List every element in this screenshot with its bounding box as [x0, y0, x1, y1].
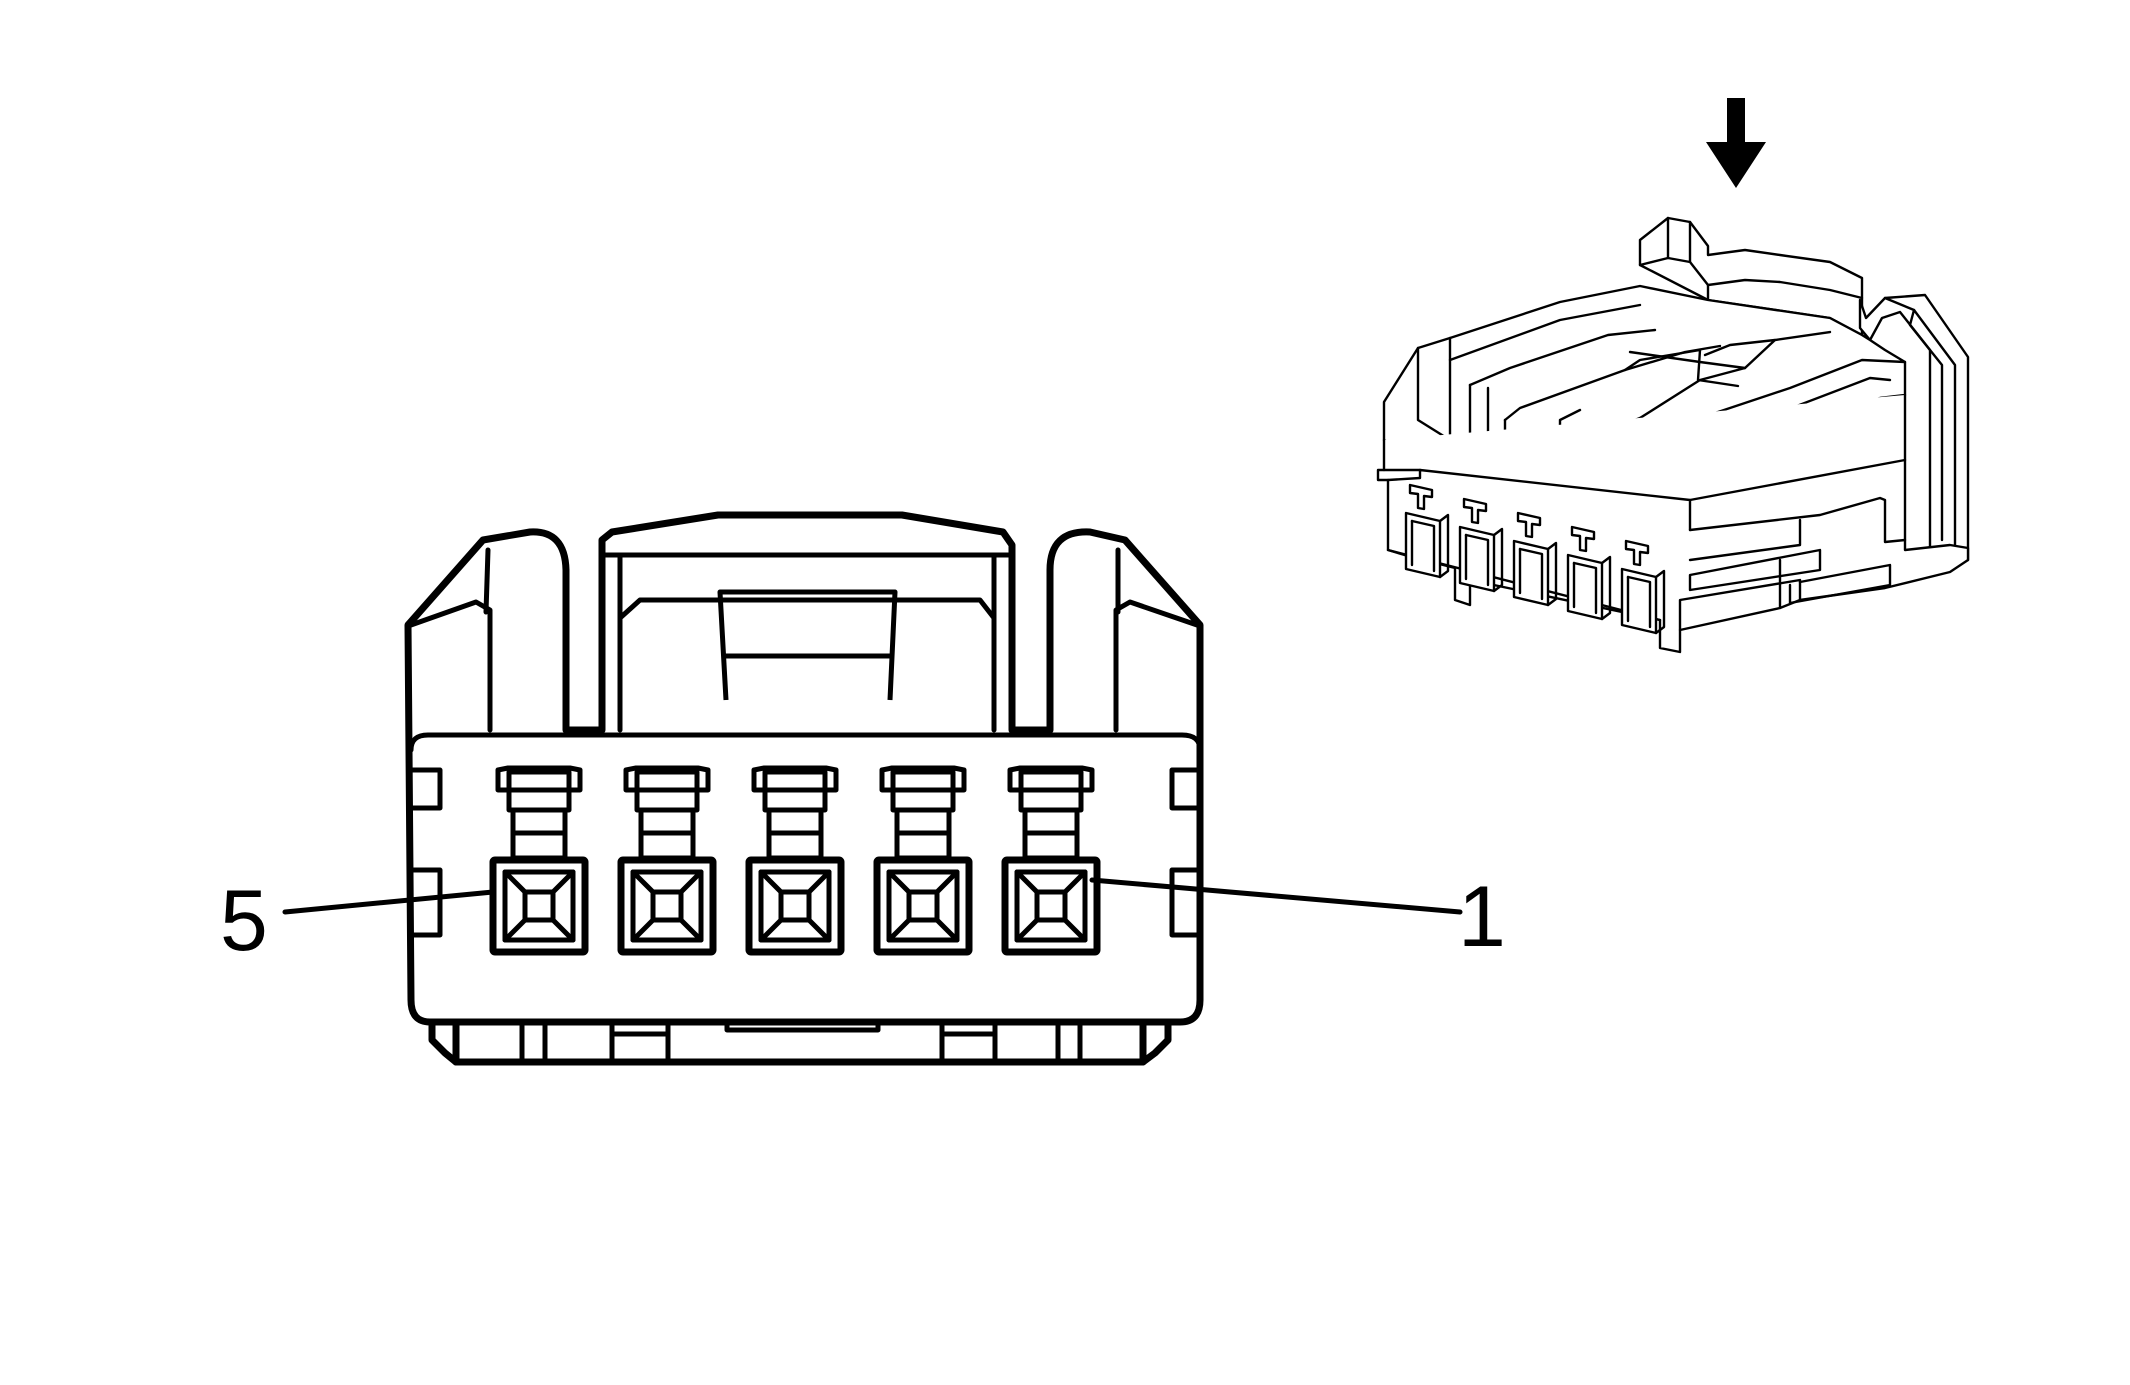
- terminal-cavity-pin-4: [617, 765, 717, 956]
- iso-cavity-pin-3: [1512, 511, 1558, 607]
- down-arrow-icon: [1706, 98, 1766, 188]
- terminal-cavity-pin-1: [1001, 765, 1101, 956]
- terminal-cavity-pin-5: [489, 765, 589, 956]
- pin-1-leader-line: [1089, 877, 1463, 915]
- iso-cavity-pin-5: [1404, 483, 1450, 579]
- isometric-cavity-row: [1404, 483, 1666, 635]
- terminal-cavity-pin-3: [745, 765, 845, 956]
- pin-leaders: [282, 877, 1463, 915]
- pin-1-label: 1: [1458, 869, 1506, 965]
- connector-isometric-view: [1376, 98, 1970, 654]
- connector-front-view: 5 1: [220, 511, 1506, 1066]
- pin-5-label: 5: [220, 873, 268, 969]
- terminal-cavity-row: [489, 765, 1101, 956]
- iso-cavity-pin-2: [1566, 525, 1612, 621]
- iso-cavity-pin-4: [1458, 497, 1504, 593]
- iso-cavity-pin-1: [1620, 539, 1666, 635]
- terminal-cavity-pin-2: [873, 765, 973, 956]
- pin-5-leader-line: [282, 889, 496, 915]
